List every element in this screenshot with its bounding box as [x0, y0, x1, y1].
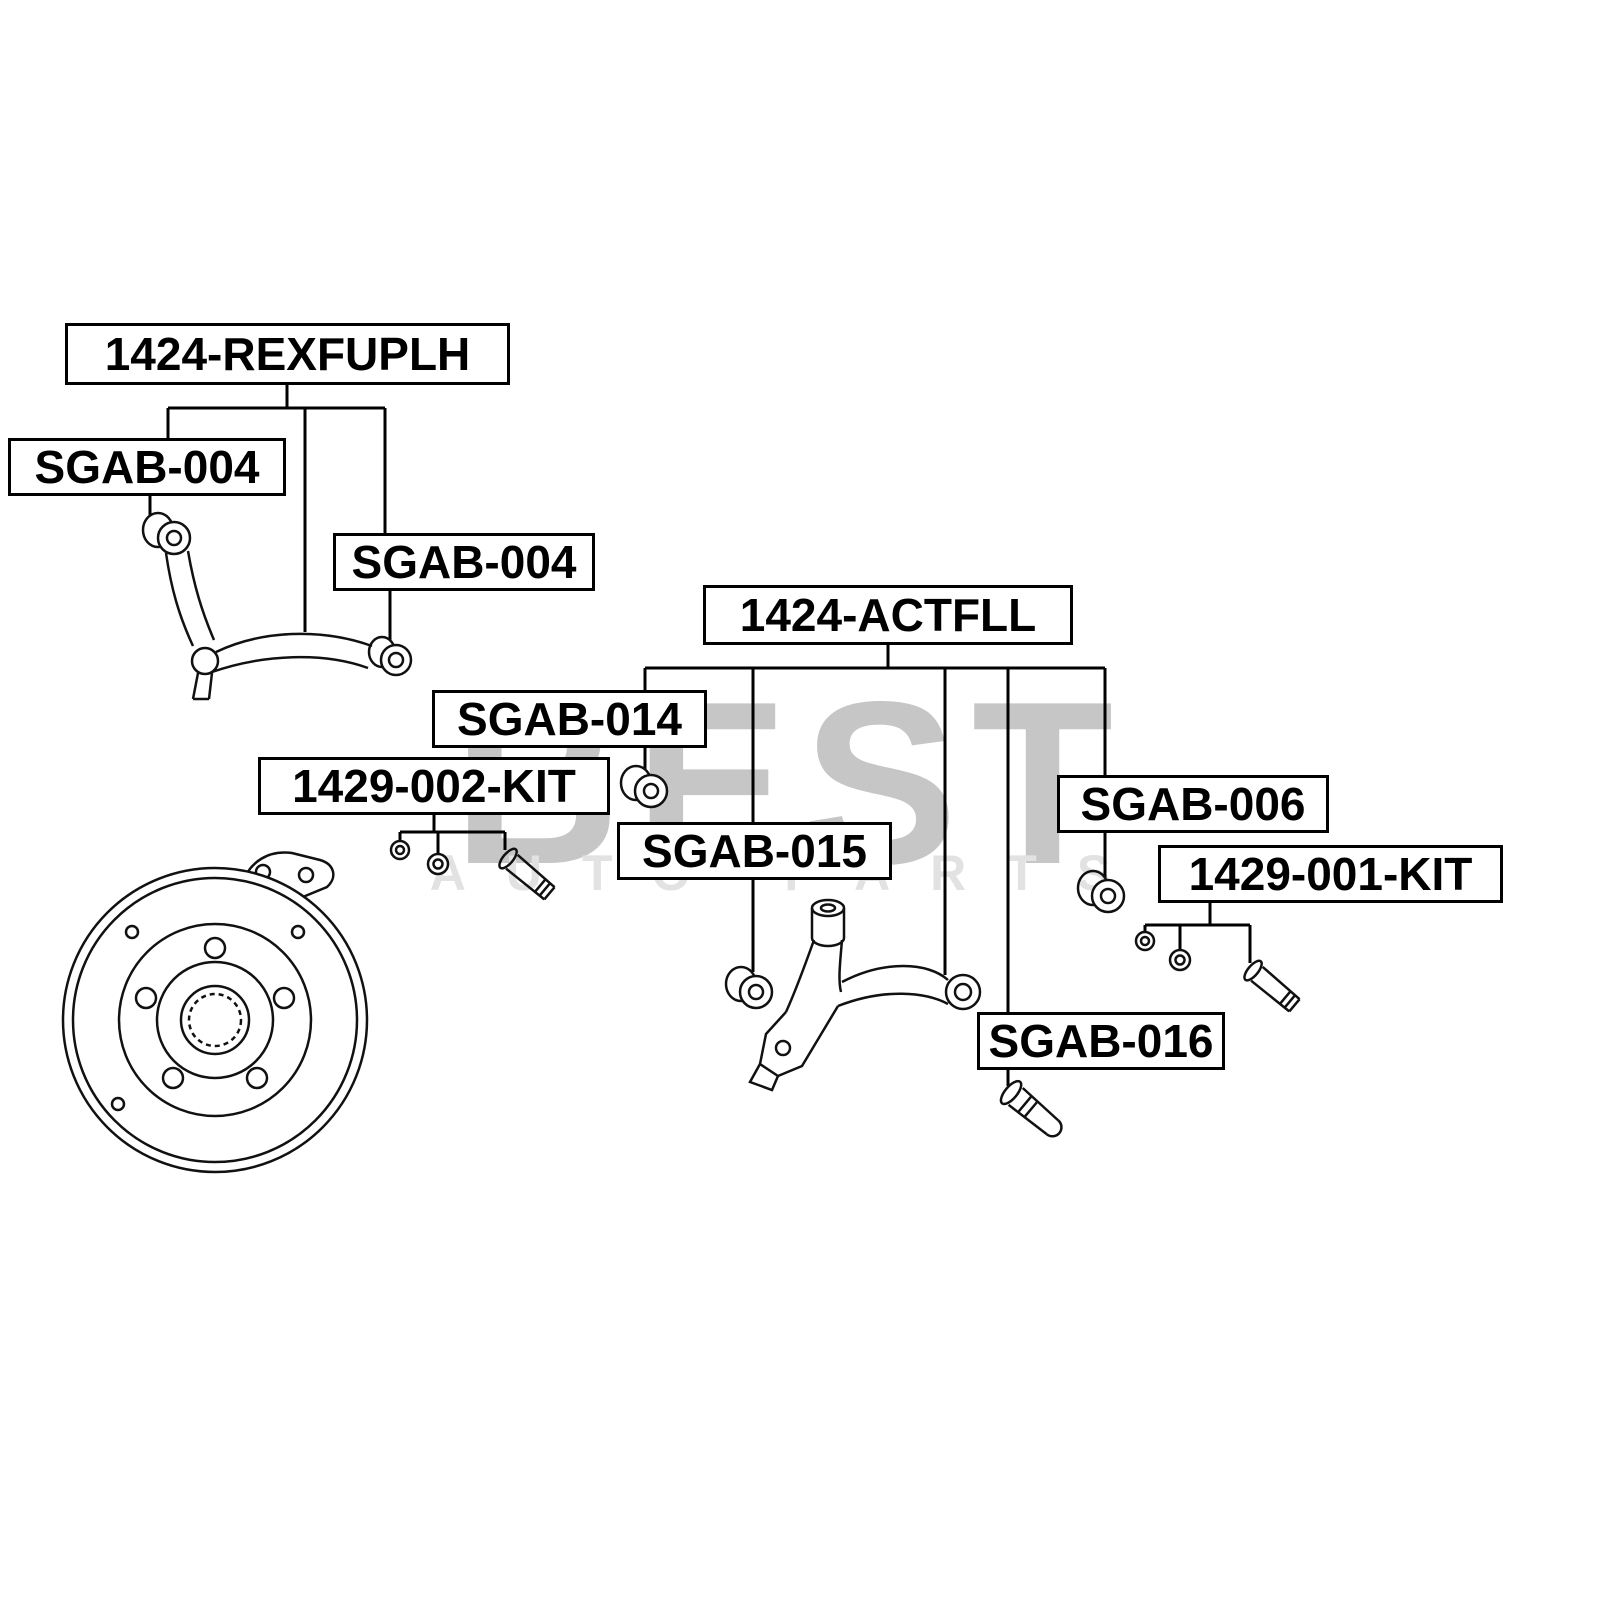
bushing-sgab006-drawing [1076, 869, 1126, 914]
bolt-kit-1429-001-drawing [1134, 930, 1301, 1013]
part-label-sgab-016: SGAB-016 [977, 1012, 1225, 1070]
part-label-sgab-004-right: SGAB-004 [333, 533, 595, 591]
part-label-sgab-004-left: SGAB-004 [8, 438, 286, 496]
connector-lines [148, 385, 1252, 1086]
part-label-sgab-014: SGAB-014 [432, 690, 707, 748]
part-label-1429-001-kit: 1429-001-KIT [1158, 845, 1503, 903]
brake-disc-hub-drawing [61, 851, 369, 1174]
bushing-sgab014-drawing [619, 764, 669, 809]
upper-control-arm-drawing [141, 511, 413, 701]
bolt-kit-1429-002-drawing [389, 839, 556, 901]
part-label-1429-002-kit: 1429-002-KIT [258, 757, 610, 815]
bushing-sgab015-drawing [724, 965, 774, 1010]
part-label-1424-actfll: 1424-ACTFLL [703, 585, 1073, 645]
camber-bolt-sgab016-drawing [999, 1079, 1063, 1138]
part-label-sgab-006: SGAB-006 [1057, 775, 1329, 833]
part-label-1424-rexfuplh: 1424-REXFUPLH [65, 323, 510, 385]
part-label-sgab-015: SGAB-015 [617, 822, 892, 880]
lower-control-arm-drawing [748, 898, 982, 1092]
